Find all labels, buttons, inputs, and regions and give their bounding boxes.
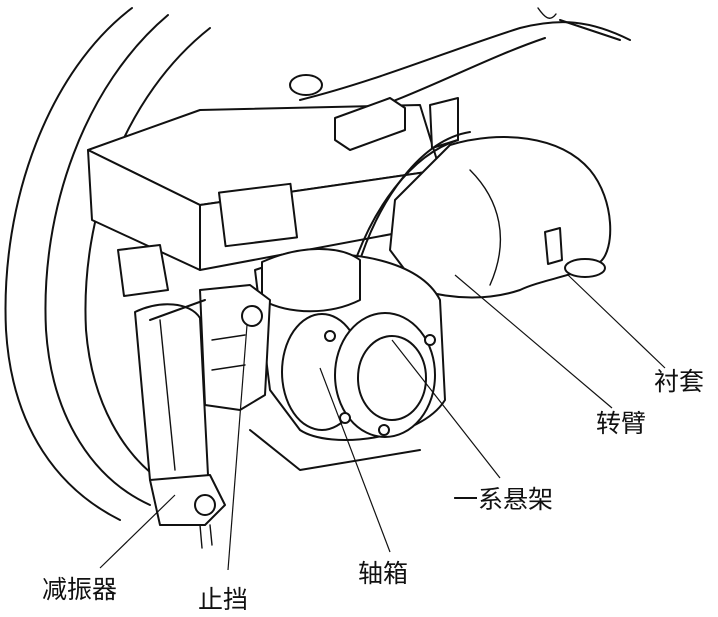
frame-rail [559,19,621,41]
leader-axle-box [319,367,391,553]
leader-primary-suspension [391,339,501,479]
frame-upper-edge [299,21,631,101]
stopper-ribs [211,334,246,371]
cover-bolt-1 [324,330,336,342]
damper-body-line [159,319,176,471]
leader-lines [99,274,666,571]
leader-rotating-arm [454,274,613,409]
axle-cap [357,335,427,421]
bushing-end [564,258,606,278]
damper-body [134,303,209,491]
cover-bolt-4 [339,412,351,424]
wheel-outer-rim [4,7,133,521]
frame-bolt-hole [289,74,323,96]
label-bushing: 衬套 [654,367,704,396]
cover-bolt-3 [424,334,436,346]
link-rod [149,299,206,321]
label-rotating-arm: 转臂 [596,409,646,438]
cover-bolt-2 [378,424,390,436]
frame-plate [217,182,299,248]
damper [117,244,226,549]
arm-tab [544,227,563,265]
stopper-bracket [199,284,271,411]
leader-stopper [227,324,248,571]
frame-block [87,74,459,271]
stopper-pin [241,305,263,327]
bogie-frame-top [299,7,631,121]
leader-damper [99,494,176,569]
label-damper: 减振器 [42,575,117,604]
rotating-arm [389,136,612,299]
wheel [4,7,211,521]
leader-bushing [567,274,666,369]
rotating-arm-edge [469,169,502,286]
spring-seat [261,248,361,313]
frame-lug [334,97,406,151]
wheel-flange-edge [44,14,169,506]
frame-hook [537,7,557,19]
damper-top-mount [117,244,169,297]
stopper [199,284,271,411]
bogie-lower-edge [249,429,421,471]
label-axle-box: 轴箱 [358,559,408,588]
label-stopper: 止挡 [198,585,248,614]
wheel-inner-face [84,27,211,481]
label-primary-suspension: 一系悬架 [453,485,553,514]
damper-stud [199,524,213,549]
damper-lower-bolt [194,494,216,516]
